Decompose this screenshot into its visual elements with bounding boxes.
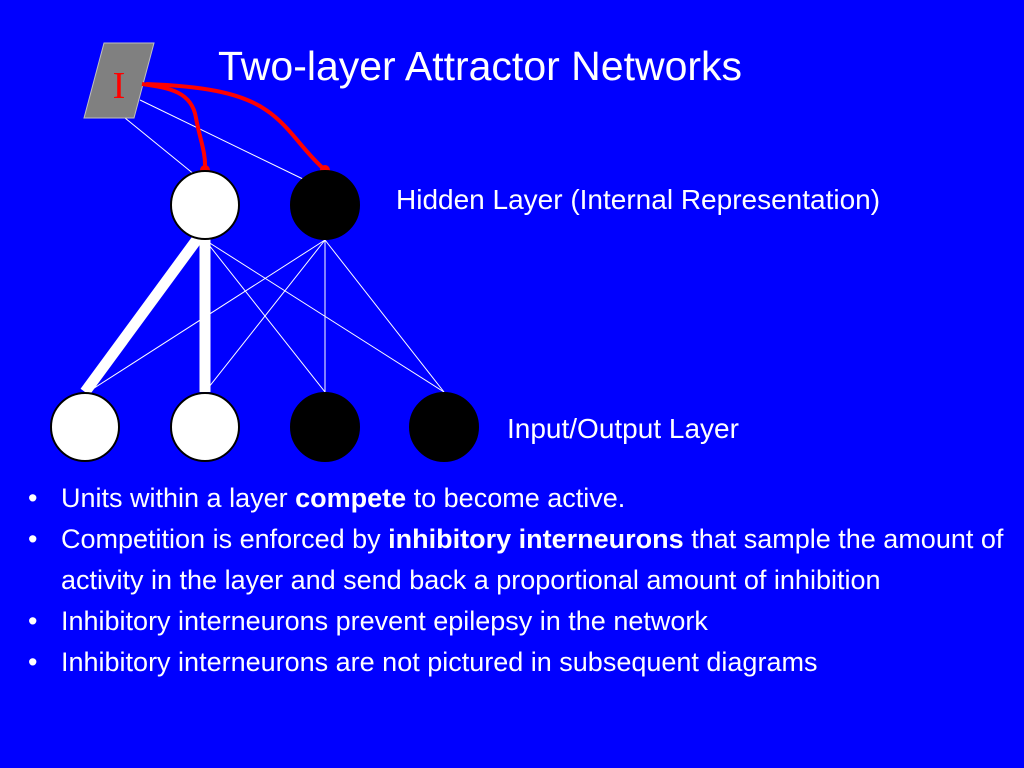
inhibitory-connection-1	[141, 82, 208, 171]
inhibitory-unit-box	[83, 42, 155, 119]
bullet-text: Inhibitory interneurons are not pictured…	[61, 647, 818, 677]
bullet-marker: •	[28, 647, 38, 677]
strong-connection-h1-io1	[80, 234, 203, 396]
io-unit-4	[409, 392, 479, 462]
bullet-text: Inhibitory interneurons prevent epilepsy…	[61, 606, 708, 636]
bullet-item: • Inhibitory interneurons are not pictur…	[28, 642, 1008, 683]
connection-inhib-to-hidden-2	[139, 99, 306, 181]
bullet-emphasis: inhibitory interneurons	[388, 524, 684, 554]
bullet-item: • Inhibitory interneurons prevent epilep…	[28, 601, 1008, 642]
connection-h2-io4	[324, 239, 445, 393]
bullet-text: Competition is enforced by	[61, 524, 389, 554]
bullet-marker: •	[28, 483, 38, 513]
bullet-text: to become active.	[406, 483, 626, 513]
io-unit-1	[50, 392, 120, 462]
connection-inhib-to-hidden-1	[124, 117, 196, 176]
bullet-marker: •	[28, 524, 38, 554]
bullet-item: • Competition is enforced by inhibitory …	[28, 519, 1008, 601]
hidden-unit-1	[170, 170, 240, 240]
bullet-marker: •	[28, 606, 38, 636]
io-unit-2	[170, 392, 240, 462]
bullet-emphasis: compete	[295, 483, 407, 513]
bullet-text: that sample the amount of activity in th…	[61, 524, 1004, 595]
bullet-item: • Units within a layer compete to become…	[28, 478, 1008, 519]
hidden-layer-label: Hidden Layer (Internal Representation)	[396, 184, 881, 215]
io-layer-label: Input/Output Layer	[507, 413, 739, 444]
io-unit-3	[290, 392, 360, 462]
hidden-unit-2	[290, 170, 360, 240]
inhibitory-connection-2	[145, 82, 327, 172]
bullet-list: • Units within a layer compete to become…	[28, 478, 1008, 683]
bullet-text: Units within a layer	[61, 483, 296, 513]
connection-h2-io2	[204, 239, 326, 393]
inhibitory-unit-label: I	[113, 65, 126, 107]
slide-title: Two-layer Attractor Networks	[218, 43, 743, 89]
